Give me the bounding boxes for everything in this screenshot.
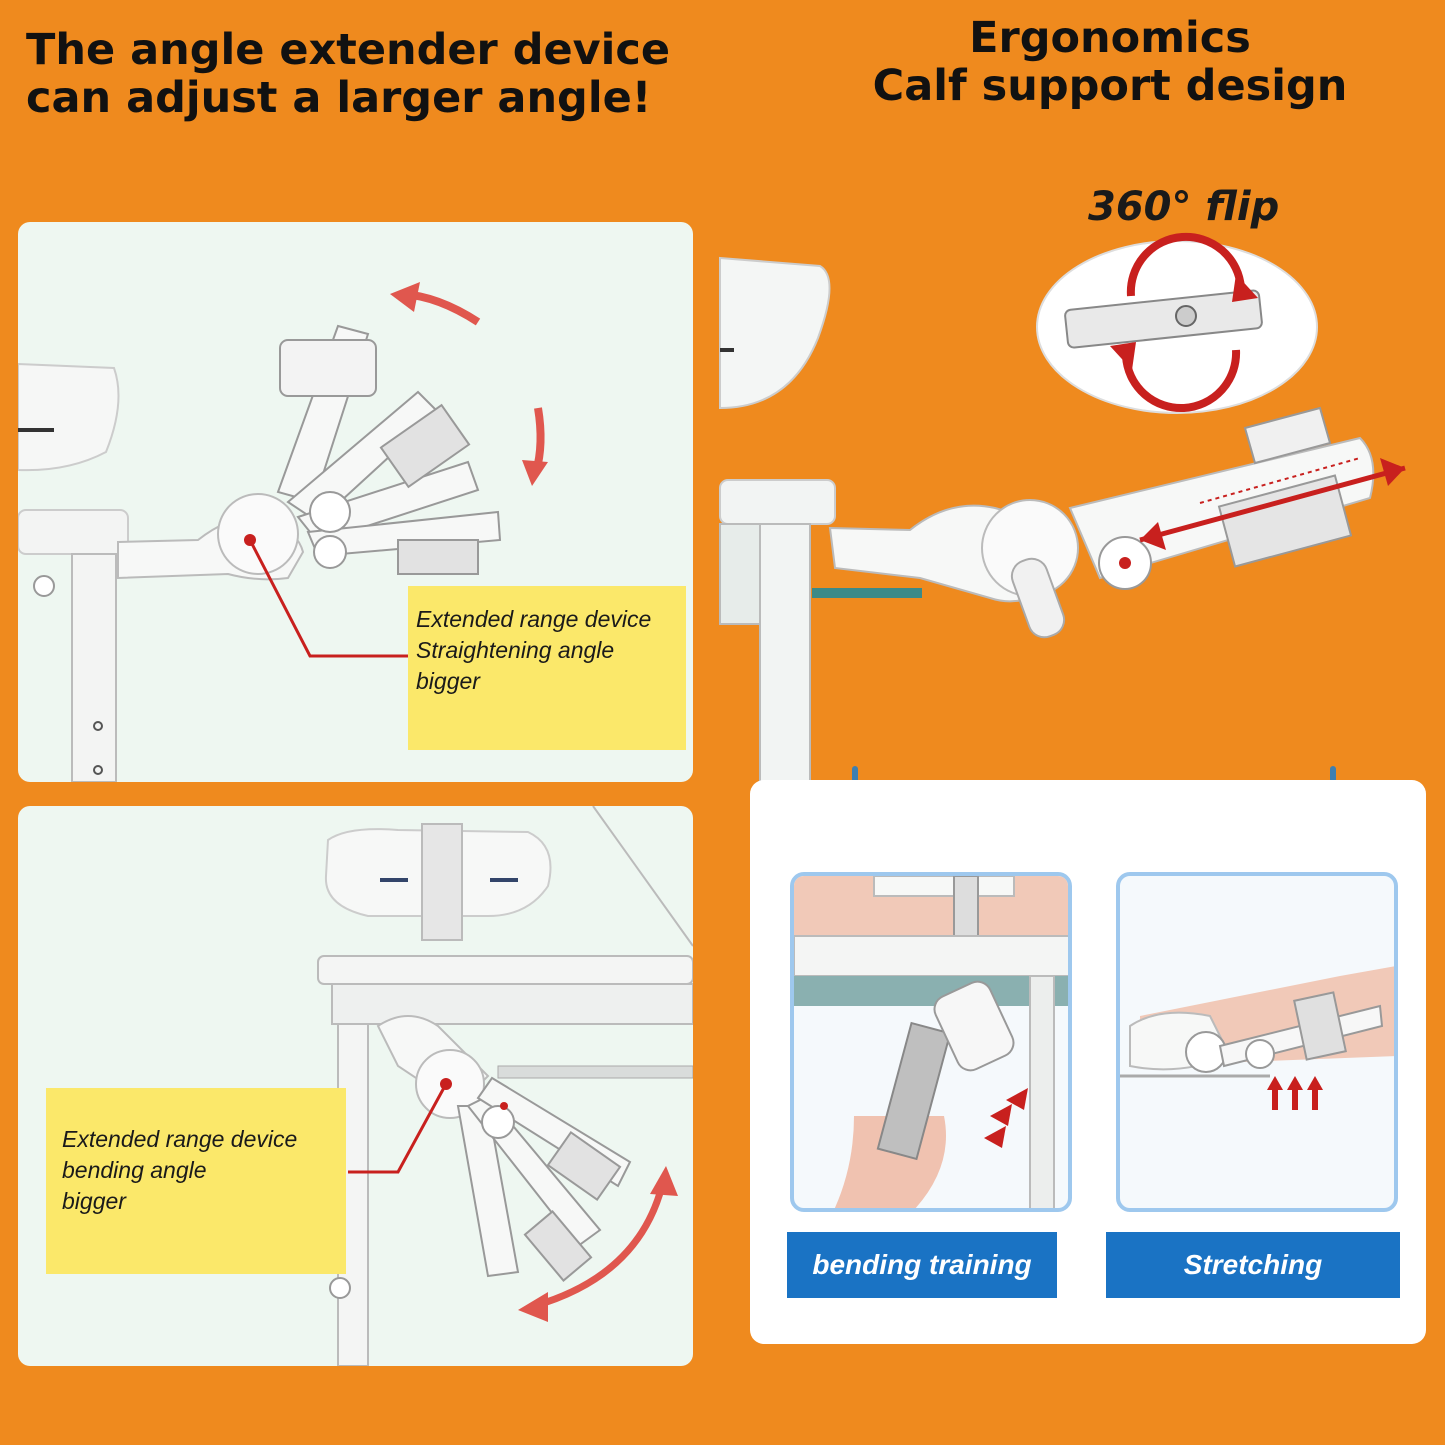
panel-training-modes: bending training Stretching <box>750 780 1426 1344</box>
headline-right-line1: Ergonomics <box>969 13 1251 63</box>
bending-training-illustration <box>794 876 1068 1208</box>
stretching-label: Stretching <box>1106 1232 1400 1298</box>
headline-angle-extender: The angle extender device can adjust a l… <box>26 26 670 122</box>
note-bottom-line1: Extended range device <box>62 1126 298 1152</box>
flip-label: 360° flip <box>1088 184 1280 230</box>
note-bottom-line3: bigger <box>62 1188 126 1214</box>
straightening-illustration <box>18 282 548 782</box>
note-bottom-line2: bending angle <box>62 1157 207 1183</box>
note-top-line2: Straightening angle <box>416 637 615 663</box>
note-top-line1: Extended range device <box>416 606 652 632</box>
headline-right-line2: Calf support design <box>872 61 1348 112</box>
bending-training-label: bending training <box>787 1232 1057 1298</box>
panel-straightening: Extended range device Straightening angl… <box>18 222 693 782</box>
bending-illustration <box>317 806 693 1366</box>
stretching-illustration <box>1120 966 1394 1110</box>
stretching-frame <box>1116 872 1398 1212</box>
note-straightening: Extended range device Straightening angl… <box>408 586 686 750</box>
calf-support-illustration <box>719 256 1406 785</box>
flip-illustration <box>1036 232 1318 414</box>
note-bending: Extended range device bending angle bigg… <box>46 1088 346 1274</box>
headline-left-line1: The angle extender device <box>26 25 671 75</box>
note-top-line3: bigger <box>416 668 480 694</box>
headline-left-line2: can adjust a larger angle! <box>26 73 652 124</box>
panel-bending: Extended range device bending angle bigg… <box>18 806 693 1366</box>
bending-training-frame <box>790 872 1072 1212</box>
headline-ergonomics: Ergonomics Calf support design <box>850 14 1370 110</box>
